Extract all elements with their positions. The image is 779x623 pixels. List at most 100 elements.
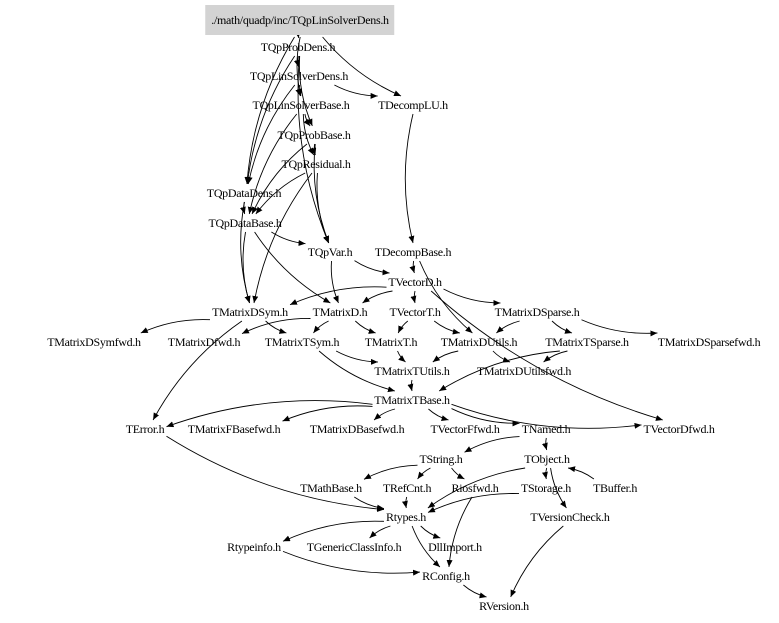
dependency-edge: [428, 408, 449, 422]
dependency-edge: [397, 350, 406, 363]
dependency-edge: [335, 350, 378, 365]
graph-node[interactable]: TMatrixDUtils.h: [440, 335, 518, 349]
graph-node[interactable]: TQpVar.h: [307, 245, 353, 259]
graph-node[interactable]: TQpDataBase.h: [208, 216, 282, 230]
graph-node[interactable]: TMatrixDSparse.h: [494, 305, 580, 319]
dependency-edge: [313, 320, 329, 334]
graph-node[interactable]: TMatrixTUtils.h: [374, 364, 450, 378]
graph-node[interactable]: TError.h: [125, 422, 165, 436]
dependency-edge: [282, 520, 385, 542]
graph-node[interactable]: TDecompBase.h: [374, 245, 452, 259]
dependency-edge: [297, 55, 330, 244]
dependency-edge: [246, 84, 296, 185]
dependency-edge: [543, 350, 568, 363]
graph-node[interactable]: TMathBase.h: [300, 481, 362, 495]
dependency-edge: [282, 405, 373, 422]
dependency-edge: [251, 143, 308, 215]
graph-node[interactable]: TMatrixDSparsefwd.h: [657, 335, 761, 349]
dependency-edge: [373, 408, 396, 421]
graph-node[interactable]: TDecompLU.h: [378, 98, 448, 112]
graph-node[interactable]: TGenericClassInfo.h: [306, 540, 402, 554]
dependency-edge: [496, 320, 520, 334]
dependency-edge: [330, 260, 339, 304]
dependency-edge: [354, 320, 376, 334]
dependency-edge: [419, 260, 473, 334]
graph-node[interactable]: TMatrixTSym.h: [264, 335, 340, 349]
graph-node[interactable]: TQpLinSolverBase.h: [252, 98, 350, 112]
graph-node[interactable]: Riosfwd.h: [451, 481, 499, 495]
graph-node[interactable]: TMatrixDfwd.h: [167, 335, 241, 349]
graph-node[interactable]: TVersionCheck.h: [530, 510, 610, 524]
dependency-edge: [446, 496, 473, 568]
graph-node[interactable]: TMatrixDBasefwd.h: [309, 422, 405, 436]
dependency-edge: [282, 550, 421, 576]
graph-node[interactable]: TVectorT.h: [389, 305, 441, 319]
dependency-edge: [166, 400, 373, 428]
graph-node[interactable]: TQpProbDens.h: [260, 40, 336, 54]
dependency-edge: [417, 467, 431, 480]
dependency-edge: [432, 350, 459, 363]
graph-node[interactable]: TMatrixD.h: [312, 305, 368, 319]
graph-node[interactable]: Rtypes.h: [386, 510, 426, 524]
dependency-edge: [541, 437, 548, 451]
dependency-edge: [289, 286, 387, 306]
dependency-edge: [430, 290, 663, 421]
dependency-edge: [451, 403, 642, 429]
dependency-edge: [245, 55, 296, 185]
graph-node[interactable]: TMatrixFBasefwd.h: [187, 422, 281, 436]
graph-node[interactable]: TVectorFfwd.h: [430, 422, 500, 436]
dependency-edge: [397, 320, 409, 334]
graph-node[interactable]: TNamed.h: [521, 422, 571, 436]
graph-node[interactable]: TVectorDfwd.h: [643, 422, 715, 436]
graph-node[interactable]: RConfig.h: [422, 569, 470, 583]
dependency-edge: [303, 113, 311, 127]
graph-node[interactable]: TVectorD.h: [388, 275, 442, 289]
graph-node[interactable]: TMatrixTBase.h: [374, 393, 450, 407]
dependency-edge: [295, 84, 302, 97]
dependency-edge: [409, 260, 416, 274]
dependency-edge: [568, 466, 595, 480]
graph-node[interactable]: TQpProbBase.h: [277, 128, 351, 142]
dependency-edge: [322, 36, 402, 97]
dependency-edge: [362, 290, 393, 304]
graph-node[interactable]: TQpResidual.h: [281, 157, 351, 171]
graph-node[interactable]: Rtypeinfo.h: [227, 540, 281, 554]
graph-node[interactable]: TMatrixDSym.h: [212, 305, 288, 319]
graph-node[interactable]: TBuffer.h: [592, 481, 638, 495]
graph-node[interactable]: TString.h: [419, 452, 463, 466]
graph-node[interactable]: TMatrixT.h: [364, 335, 418, 349]
dependency-edge: [241, 318, 311, 335]
dependency-edge: [140, 319, 211, 334]
graph-node[interactable]: TRefCnt.h: [382, 481, 432, 495]
dependency-edge: [451, 467, 465, 480]
dependency-edge: [152, 320, 243, 421]
dependency-edge: [420, 525, 441, 539]
graph-node[interactable]: DllImport.h: [428, 540, 482, 554]
dependency-edge: [451, 408, 520, 427]
dependency-edge: [255, 172, 306, 215]
graph-node[interactable]: RVersion.h: [479, 599, 529, 613]
dependency-edge: [541, 467, 548, 480]
dependency-edge: [581, 319, 658, 337]
graph-node[interactable]: TStorage.h: [521, 481, 571, 495]
root-node[interactable]: ./math/quadp/inc/TQpLinSolverDens.h: [205, 5, 395, 35]
dependency-edge: [438, 350, 560, 392]
dependency-edge: [166, 435, 385, 512]
dependency-edge: [492, 350, 511, 363]
dependency-edge: [247, 113, 298, 215]
graph-node[interactable]: TQpDataDens.h: [206, 186, 282, 200]
dependency-edge: [464, 436, 520, 453]
dependency-edge: [271, 231, 306, 246]
graph-node[interactable]: TObject.h: [524, 452, 570, 466]
graph-node[interactable]: TMatrixDSymfwd.h: [47, 335, 141, 349]
dependency-edge: [354, 496, 385, 511]
graph-node[interactable]: TMatrixTSparse.h: [545, 335, 629, 349]
dependency-edge: [404, 113, 415, 244]
graph-node[interactable]: TQpLinSolverDens.h: [249, 69, 349, 83]
dependency-edge: [242, 231, 251, 304]
dependency-edge: [369, 525, 391, 539]
graph-node[interactable]: TMatrixDUtilsfwd.h: [476, 364, 572, 378]
dependency-edge: [316, 172, 329, 244]
